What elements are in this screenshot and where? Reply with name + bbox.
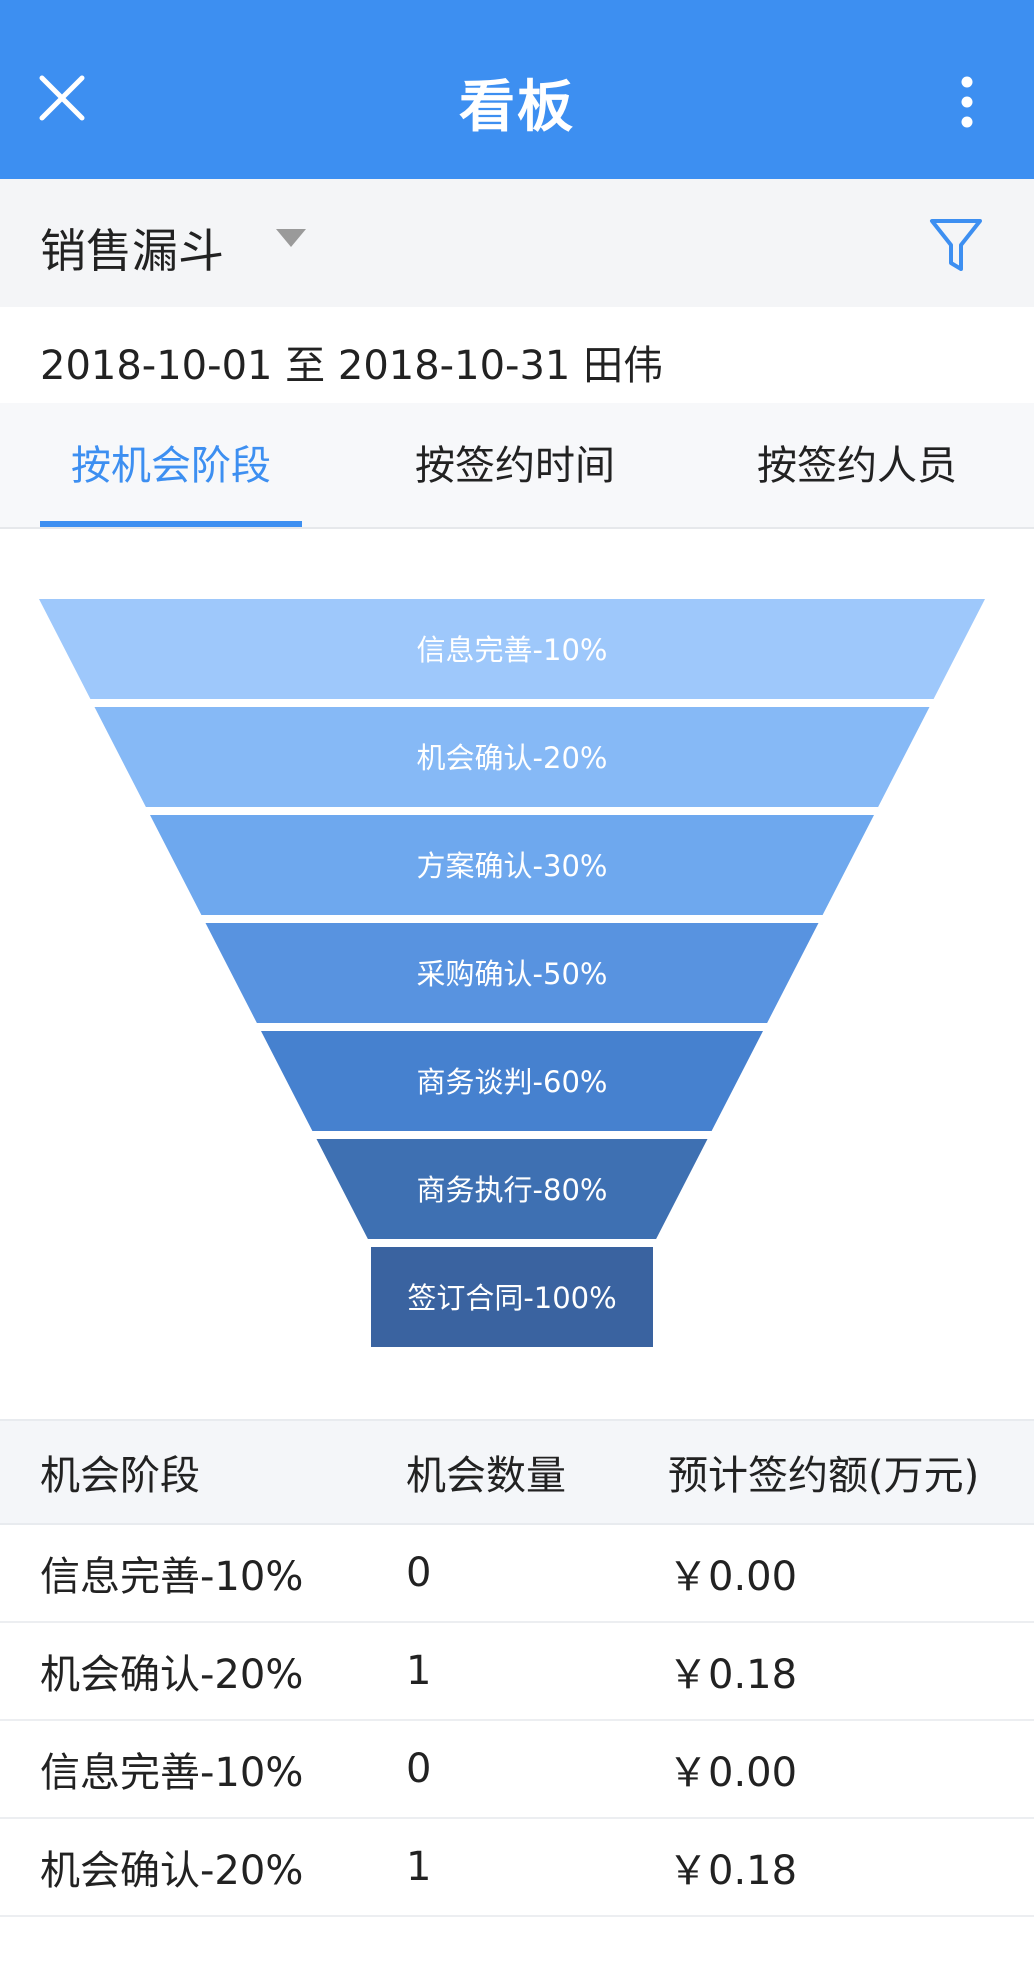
report-selector[interactable]: 销售漏斗 <box>0 179 1034 307</box>
more-vertical-icon[interactable] <box>952 74 982 130</box>
row-stage: 机会确认-20% <box>40 1848 304 1894</box>
row-stage: 机会确认-20% <box>40 1652 304 1698</box>
funnel-segment[interactable] <box>94 707 930 807</box>
row-count: 1 <box>406 1844 432 1890</box>
stage-table: 机会阶段 机会数量 预计签约额(万元) 信息完善-10% 0 ￥0.00 机会确… <box>0 1419 1034 1917</box>
table-row[interactable]: 机会确认-20% 1 ￥0.18 <box>0 1819 1034 1917</box>
funnel-segment-label: 签订合同-100% <box>407 1281 616 1315</box>
tab-by-signer[interactable]: 按签约人员 <box>757 443 957 489</box>
row-amount: ￥0.18 <box>668 1848 798 1894</box>
tab-bar: 按机会阶段 按签约时间 按签约人员 <box>0 403 1034 529</box>
tab-by-signing-time[interactable]: 按签约时间 <box>415 443 615 489</box>
active-tab-indicator <box>40 521 302 527</box>
funnel-segment[interactable] <box>316 1139 708 1239</box>
funnel-segment[interactable] <box>261 1031 763 1131</box>
filter-icon[interactable] <box>928 215 984 275</box>
funnel-svg: 信息完善-10% 机会确认-20% 方案确认-30% 采购确认-50% 商务谈判-60%… <box>39 599 985 1347</box>
funnel-segment[interactable] <box>205 923 819 1023</box>
header-count: 机会数量 <box>406 1453 566 1499</box>
row-stage: 信息完善-10% <box>40 1554 304 1600</box>
table-row[interactable]: 信息完善-10% 0 ￥0.00 <box>0 1721 1034 1819</box>
row-amount: ￥0.18 <box>668 1652 798 1698</box>
funnel-segment[interactable] <box>371 1247 653 1347</box>
table-row[interactable]: 机会确认-20% 1 ￥0.18 <box>0 1623 1034 1721</box>
app-header: 看板 <box>0 0 1034 179</box>
row-stage: 信息完善-10% <box>40 1750 304 1796</box>
page-title: 看板 <box>459 75 575 140</box>
header-stage: 机会阶段 <box>40 1453 200 1499</box>
row-amount: ￥0.00 <box>668 1750 798 1796</box>
funnel-segment-label: 采购确认-50% <box>417 957 608 991</box>
date-range-row: 2018-10-01 至 2018-10-31 田伟 <box>0 307 1034 403</box>
funnel-segment[interactable] <box>39 599 985 699</box>
funnel-segment-label: 商务执行-80% <box>417 1173 608 1207</box>
date-range-text: 2018-10-01 至 2018-10-31 田伟 <box>40 343 664 389</box>
funnel-segment-label: 信息完善-10% <box>417 633 608 667</box>
report-selector-label[interactable]: 销售漏斗 <box>40 224 224 278</box>
tab-by-stage[interactable]: 按机会阶段 <box>71 443 271 489</box>
funnel-segment-label: 机会确认-20% <box>417 741 608 775</box>
row-amount: ￥0.00 <box>668 1554 798 1600</box>
close-icon[interactable] <box>36 72 88 124</box>
table-row[interactable]: 信息完善-10% 0 ￥0.00 <box>0 1525 1034 1623</box>
header-amount: 预计签约额(万元) <box>668 1453 980 1499</box>
row-count: 0 <box>406 1746 432 1792</box>
caret-down-icon[interactable] <box>274 227 308 249</box>
table-header: 机会阶段 机会数量 预计签约额(万元) <box>0 1419 1034 1525</box>
funnel-segment-label: 商务谈判-60% <box>417 1065 608 1099</box>
row-count: 0 <box>406 1550 432 1596</box>
funnel-segment[interactable] <box>150 815 874 915</box>
funnel-chart: 信息完善-10% 机会确认-20% 方案确认-30% 采购确认-50% 商务谈判-60%… <box>0 529 1034 1419</box>
row-count: 1 <box>406 1648 432 1694</box>
funnel-segment-label: 方案确认-30% <box>417 849 608 883</box>
